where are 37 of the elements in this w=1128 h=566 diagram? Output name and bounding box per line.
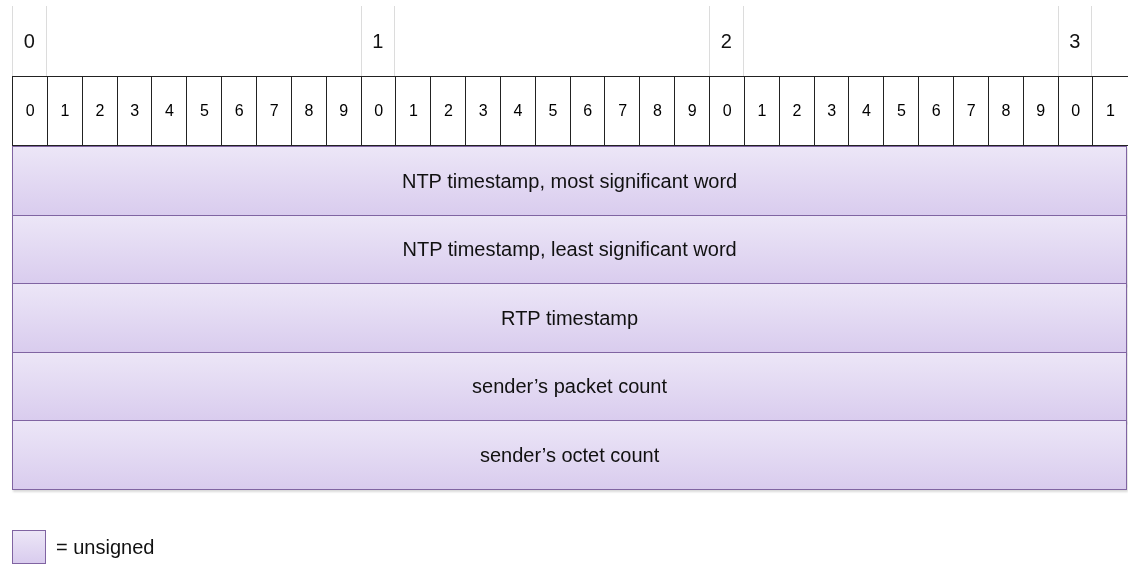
field-row [12, 214, 1128, 285]
bit-cell: 7 [604, 76, 641, 146]
bit-cell: 5 [186, 76, 223, 146]
bit-cell: 3 [813, 76, 850, 146]
field-row [12, 420, 1128, 490]
bit-cell: 6 [221, 76, 258, 146]
bit-group-number: 1 [372, 29, 384, 53]
bit-cell: 5 [883, 76, 920, 146]
field-label: NTP timestamp, least significant word [402, 238, 737, 261]
bit-cell: 3 [116, 76, 153, 146]
field-label: sender’s packet count [472, 375, 668, 398]
bit-cell: 0 [1057, 76, 1094, 146]
bit-group-number: 2 [720, 29, 732, 53]
field-label: sender’s octet count [479, 443, 660, 467]
bit-cell: 6 [569, 76, 606, 146]
field-row [12, 283, 1128, 353]
field-row [12, 146, 1128, 216]
bit-cell: 8 [639, 76, 676, 146]
bit-cell: 1 [1092, 76, 1128, 146]
bit-group-number: 3 [1069, 29, 1081, 53]
bit-cell: 0 [709, 76, 746, 146]
bit-cell: 2 [430, 76, 467, 146]
field-label: RTP timestamp [501, 306, 639, 330]
bit-cell: 0 [360, 76, 397, 146]
bit-cell: 4 [848, 76, 885, 146]
field-label: NTP timestamp, most significant word [401, 169, 738, 193]
bit-cell: 3 [465, 76, 502, 146]
bit-cell: 9 [1022, 76, 1059, 146]
legend-label: = unsigned [56, 535, 155, 559]
bit-cell: 0 [12, 76, 49, 146]
bit-cell: 4 [151, 76, 188, 146]
field-row [12, 351, 1128, 422]
bit-cell: 1 [395, 76, 432, 146]
bit-cell: 6 [918, 76, 955, 146]
bit-group-number: 0 [23, 29, 35, 53]
bit-cell: 9 [674, 76, 711, 146]
bit-cell: 9 [325, 76, 362, 146]
